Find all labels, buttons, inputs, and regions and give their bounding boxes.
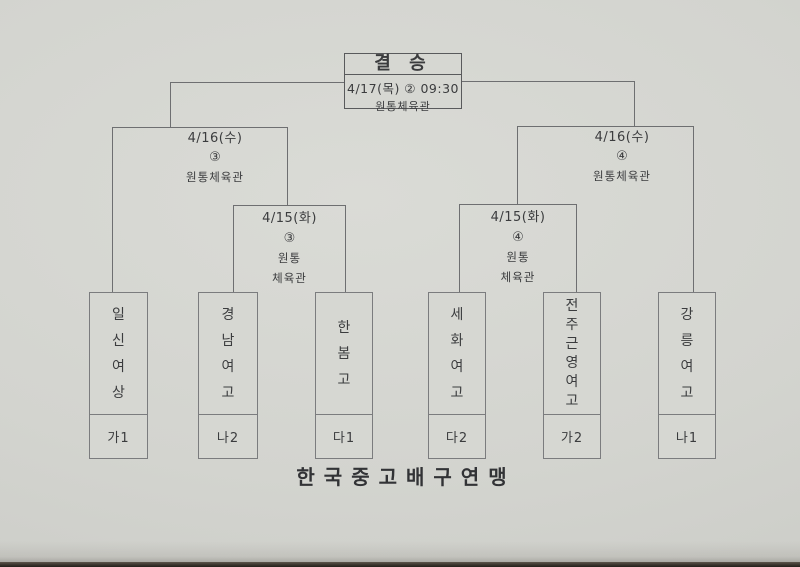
footer-organization: 한국중고배구연맹 — [296, 465, 516, 489]
bracket-line — [576, 204, 577, 292]
bracket-line — [459, 204, 460, 292]
team-name-text: 세화여고 — [450, 306, 464, 401]
bracket-line — [112, 127, 287, 128]
team-name: 경남여고 — [199, 293, 257, 415]
quarterfinal-left-date: 4/15(화) — [262, 211, 317, 226]
semifinal-right-date: 4/16(수) — [594, 130, 650, 145]
team-seed: 나1 — [675, 431, 699, 446]
final-title: 결 승 — [345, 54, 461, 75]
final-datetime: 4/17(목) ② 09:30 — [347, 81, 459, 96]
team-name: 강릉여고 — [659, 293, 715, 415]
team-seed: 다1 — [332, 431, 356, 446]
final-venue: 원통체육관 — [375, 100, 431, 113]
team-seed: 가1 — [107, 431, 130, 446]
bracket-line — [287, 127, 288, 205]
quarterfinal-right-label: 4/15(화) ④ 원통 체육관 — [460, 208, 576, 287]
quarterfinal-left-venue-line2: 체육관 — [272, 271, 307, 285]
team-box: 강릉여고 나1 — [658, 292, 716, 459]
team-name-text: 한봄고 — [337, 319, 351, 388]
bracket-line — [462, 81, 634, 82]
quarterfinal-right-venue-line2: 체육관 — [500, 270, 536, 284]
quarterfinal-left-label: 4/15(화) ③ 원통 체육관 — [234, 209, 345, 288]
team-name-text: 강릉여고 — [680, 306, 694, 401]
semifinal-left-date: 4/16(수) — [187, 131, 243, 146]
quarterfinal-left-match-number: ③ — [283, 231, 296, 246]
team-seed: 다2 — [445, 431, 469, 446]
bracket-line — [233, 205, 345, 206]
semifinal-right-label: 4/16(수) ④ 원통체육관 — [552, 129, 692, 185]
team-name: 한봄고 — [316, 293, 372, 415]
team-box: 일신여상 가1 — [89, 292, 148, 459]
bracket-line — [233, 205, 234, 292]
team-seed: 나2 — [216, 431, 240, 446]
semifinal-right-venue: 원통체육관 — [593, 169, 651, 183]
bracket-line — [170, 82, 344, 83]
bracket-line — [634, 81, 635, 126]
semifinal-left-match-number: ③ — [209, 150, 221, 165]
bracket-line — [693, 126, 694, 292]
bracket-line — [112, 127, 113, 292]
team-name: 세화여고 — [429, 293, 485, 415]
team-box: 한봄고 다1 — [315, 292, 373, 459]
bracket-line — [170, 82, 171, 127]
team-box: 전주근영여고 가2 — [543, 292, 601, 459]
team-name-text: 경남여고 — [221, 306, 235, 401]
quarterfinal-right-date: 4/15(화) — [490, 210, 546, 225]
team-seed: 가2 — [560, 431, 584, 446]
bracket-line — [345, 205, 346, 292]
team-name: 전주근영여고 — [544, 293, 600, 415]
semifinal-left-label: 4/16(수) ③ 원통체육관 — [145, 130, 285, 186]
bracket-line — [459, 204, 576, 205]
photo-bottom-edge — [0, 562, 800, 567]
team-name: 일신여상 — [90, 293, 147, 415]
quarterfinal-right-venue-line1: 원통 — [506, 250, 530, 264]
semifinal-right-match-number: ④ — [616, 149, 628, 164]
team-box: 경남여고 나2 — [198, 292, 258, 459]
quarterfinal-left-venue-line1: 원통 — [277, 251, 302, 265]
final-match-box: 결 승 4/17(목) ② 09:30 원통체육관 — [344, 53, 462, 113]
team-name-text: 전주근영여고 — [565, 297, 579, 409]
team-name-text: 일신여상 — [112, 306, 125, 401]
bracket-line — [517, 126, 693, 127]
team-box: 세화여고 다2 — [428, 292, 486, 459]
quarterfinal-right-match-number: ④ — [512, 230, 524, 245]
semifinal-left-venue: 원통체육관 — [186, 170, 244, 184]
bracket-line — [517, 126, 518, 204]
